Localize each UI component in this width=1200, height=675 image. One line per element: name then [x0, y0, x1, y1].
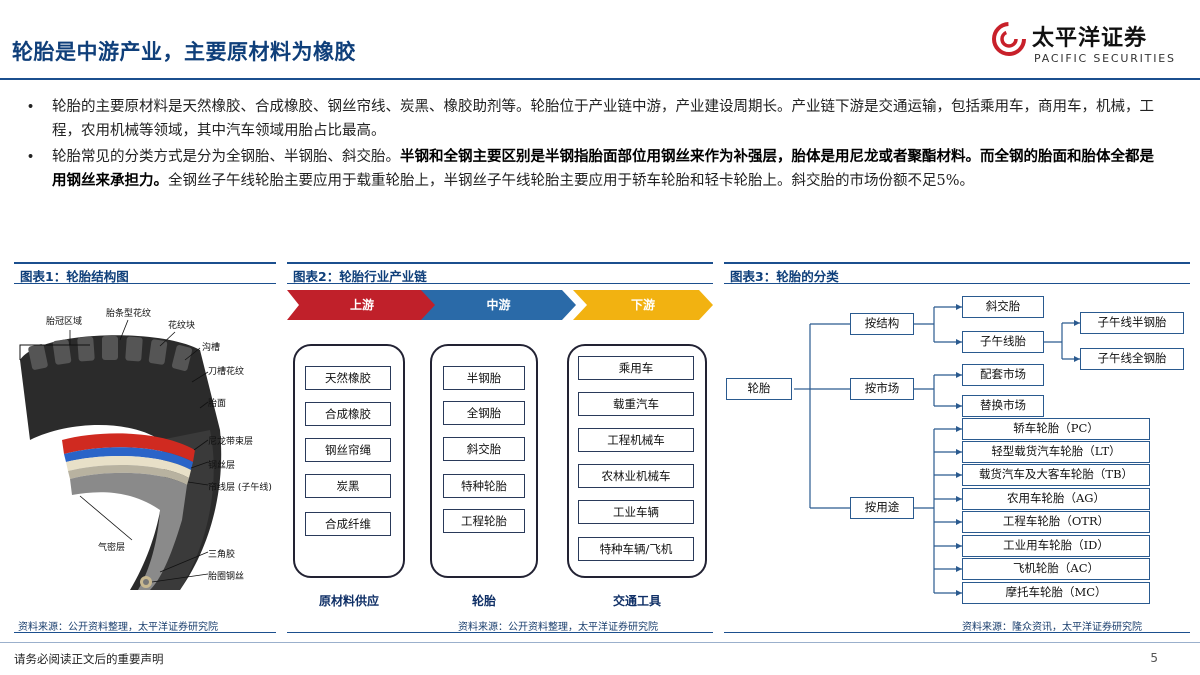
bullet-bold-text: 半钢和全钢主要区别是半钢指胎面部位用钢丝来作为补强层，胎体是用尼龙或者聚酯材料。… — [52, 148, 1154, 189]
market-child-node: 配套市场 — [962, 364, 1044, 386]
midstream-footer: 轮胎 — [471, 594, 496, 608]
usage-node: 按用途 — [850, 497, 914, 519]
stage-midstream-chevron: 中游 — [421, 290, 576, 320]
tire-label: 胎面 — [208, 399, 227, 409]
tire-structure-diagram: 胎冠区域 胎条型花纹 花纹块 沟槽 刀槽花纹 胎面 尼龙带束层 钢丝层 帘线层 … — [10, 290, 272, 615]
bullet-item: 轮胎的主要原材料是天然橡胶、合成橡胶、钢丝帘线、炭黑、橡胶助剂等。轮胎位于产业链… — [28, 95, 1168, 143]
upstream-item: 炭黑 — [305, 474, 391, 498]
market-child-node: 替换市场 — [962, 395, 1044, 417]
usage-child-node: 载货汽车及大客车轮胎（TB） — [962, 464, 1150, 486]
figure2-source: 资料来源：公开资料整理，太平洋证券研究院 — [458, 622, 658, 633]
bullet-text: 全钢丝子午线轮胎主要应用于载重轮胎上，半钢丝子午线轮胎主要应用于轿车轮胎和轻卡轮… — [168, 173, 974, 189]
logo-english-name: PACIFIC SECURITIES — [1034, 52, 1176, 65]
figure2-source-rule — [287, 632, 713, 633]
figure3-source: 资料来源：隆众资讯，太平洋证券研究院 — [962, 622, 1142, 633]
stage-midstream-label: 中游 — [486, 298, 511, 312]
upstream-item: 合成橡胶 — [305, 402, 391, 426]
company-logo: 太平洋证券 PACIFIC SECURITIES — [992, 14, 1182, 72]
usage-child-node: 工程车轮胎（OTR） — [962, 511, 1150, 533]
figure3-source-rule — [724, 632, 1190, 633]
upstream-item: 钢丝帘绳 — [305, 438, 391, 462]
tire-illustration — [19, 319, 222, 590]
title-divider — [0, 78, 1200, 80]
bullet-text: 轮胎的主要原材料是天然橡胶、合成橡胶、钢丝帘线、炭黑、橡胶助剂等。轮胎位于产业链… — [52, 99, 1154, 139]
bullet-list: 轮胎的主要原材料是天然橡胶、合成橡胶、钢丝帘线、炭黑、橡胶助剂等。轮胎位于产业链… — [28, 95, 1168, 195]
footer-divider — [0, 642, 1200, 643]
usage-child-node: 轻型载货汽车轮胎（LT） — [962, 441, 1150, 463]
usage-child-node: 农用车轮胎（AG） — [962, 488, 1150, 510]
upstream-item: 天然橡胶 — [305, 366, 391, 390]
classification-tree: 轮胎 按结构 斜交胎 子午线胎 子午线半钢胎 子午线全钢胎 按市场 配套市场 替… — [722, 286, 1192, 616]
page-title: 轮胎是中游产业，主要原材料为橡胶 — [12, 40, 356, 64]
downstream-item: 乘用车 — [578, 356, 694, 380]
midstream-item: 全钢胎 — [443, 401, 525, 425]
structure-node: 按结构 — [850, 313, 914, 335]
tire-label: 气密层 — [98, 543, 126, 553]
downstream-item: 特种车辆/飞机 — [578, 537, 694, 561]
usage-child-node: 摩托车轮胎（MC） — [962, 582, 1150, 604]
stage-upstream-label: 上游 — [349, 298, 374, 312]
tire-label: 胎圈钢丝 — [208, 572, 245, 582]
logo-mark-icon — [992, 22, 1026, 56]
figure3-title: 图表3：轮胎的分类 — [730, 269, 839, 284]
midstream-box — [430, 344, 538, 578]
figure1-source-rule — [14, 632, 276, 633]
figure1-header: 图表1：轮胎结构图 — [14, 262, 276, 284]
usage-child-node: 轿车轮胎（PC） — [962, 418, 1150, 440]
usage-child-node: 工业用车轮胎（ID） — [962, 535, 1150, 557]
midstream-item: 斜交胎 — [443, 437, 525, 461]
tire-label: 胎冠区域 — [46, 317, 83, 327]
stage-downstream-chevron: 下游 — [573, 290, 713, 320]
midstream-item: 特种轮胎 — [443, 474, 525, 498]
downstream-item: 工业车辆 — [578, 500, 694, 524]
upstream-box — [293, 344, 405, 578]
structure-child-node: 斜交胎 — [962, 296, 1044, 318]
midstream-item: 半钢胎 — [443, 366, 525, 390]
radial-sub-node: 子午线半钢胎 — [1080, 312, 1184, 334]
stage-upstream-chevron: 上游 — [287, 290, 437, 320]
figure2-title: 图表2：轮胎行业产业链 — [293, 269, 427, 284]
page-number: 5 — [1150, 651, 1158, 665]
downstream-item: 载重汽车 — [578, 392, 694, 416]
tire-label: 帘线层 (子午线) — [208, 483, 272, 493]
tire-label: 刀槽花纹 — [208, 367, 245, 377]
root-node: 轮胎 — [726, 378, 792, 400]
downstream-footer: 交通工具 — [612, 594, 661, 608]
tire-label: 花纹块 — [168, 321, 196, 331]
upstream-item: 合成纤维 — [305, 512, 391, 536]
tire-label: 钢丝层 — [208, 461, 236, 471]
tire-label: 三角胶 — [208, 550, 236, 560]
tire-label: 胎条型花纹 — [106, 309, 152, 319]
upstream-footer: 原材料供应 — [318, 594, 379, 608]
logo-chinese-name: 太平洋证券 — [1032, 26, 1148, 51]
bullet-text: 轮胎常见的分类方式是分为全钢胎、半钢胎、斜交胎。 — [52, 149, 400, 165]
downstream-box — [567, 344, 707, 578]
disclaimer-note: 请务必阅读正文后的重要声明 — [14, 652, 164, 666]
tire-label: 沟槽 — [202, 343, 221, 353]
figure3-header: 图表3：轮胎的分类 — [724, 262, 1190, 284]
radial-sub-node: 子午线全钢胎 — [1080, 348, 1184, 370]
downstream-item: 农林业机械车 — [578, 464, 694, 488]
figure2-header: 图表2：轮胎行业产业链 — [287, 262, 713, 284]
market-node: 按市场 — [850, 378, 914, 400]
midstream-item: 工程轮胎 — [443, 509, 525, 533]
tree-connectors — [794, 304, 1080, 596]
figure1-title: 图表1：轮胎结构图 — [20, 269, 129, 284]
figure1-source: 资料来源：公开资料整理，太平洋证券研究院 — [18, 622, 218, 633]
usage-child-node: 飞机轮胎（AC） — [962, 558, 1150, 580]
industry-chain-diagram: 上游 中游 下游 天然橡胶 合成橡胶 钢丝帘绳 炭黑 合成纤维 半钢胎 全钢胎 … — [285, 286, 715, 616]
downstream-item: 工程机械车 — [578, 428, 694, 452]
structure-child-node: 子午线胎 — [962, 331, 1044, 353]
tire-label: 尼龙带束层 — [208, 437, 254, 447]
bullet-item: 轮胎常见的分类方式是分为全钢胎、半钢胎、斜交胎。半钢和全钢主要区别是半钢指胎面部… — [28, 145, 1168, 193]
stage-downstream-label: 下游 — [630, 298, 655, 312]
